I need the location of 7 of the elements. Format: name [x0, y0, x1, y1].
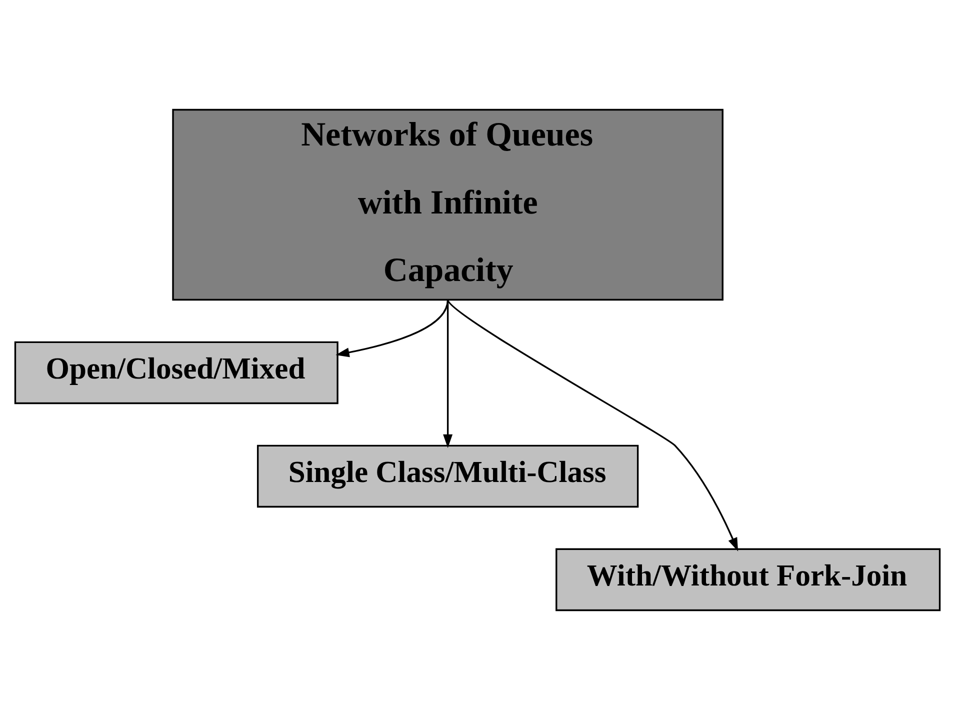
node-box: Single Class/Multi-Class — [256, 444, 639, 508]
node-box: Networks of Queues with Infinite Capacity — [172, 108, 724, 301]
node-box: Open/Closed/Mixed — [14, 341, 338, 404]
node-box: With/Without Fork-Join — [556, 548, 941, 612]
arrow — [447, 299, 738, 552]
arrow — [336, 300, 449, 358]
arrow — [443, 300, 453, 448]
